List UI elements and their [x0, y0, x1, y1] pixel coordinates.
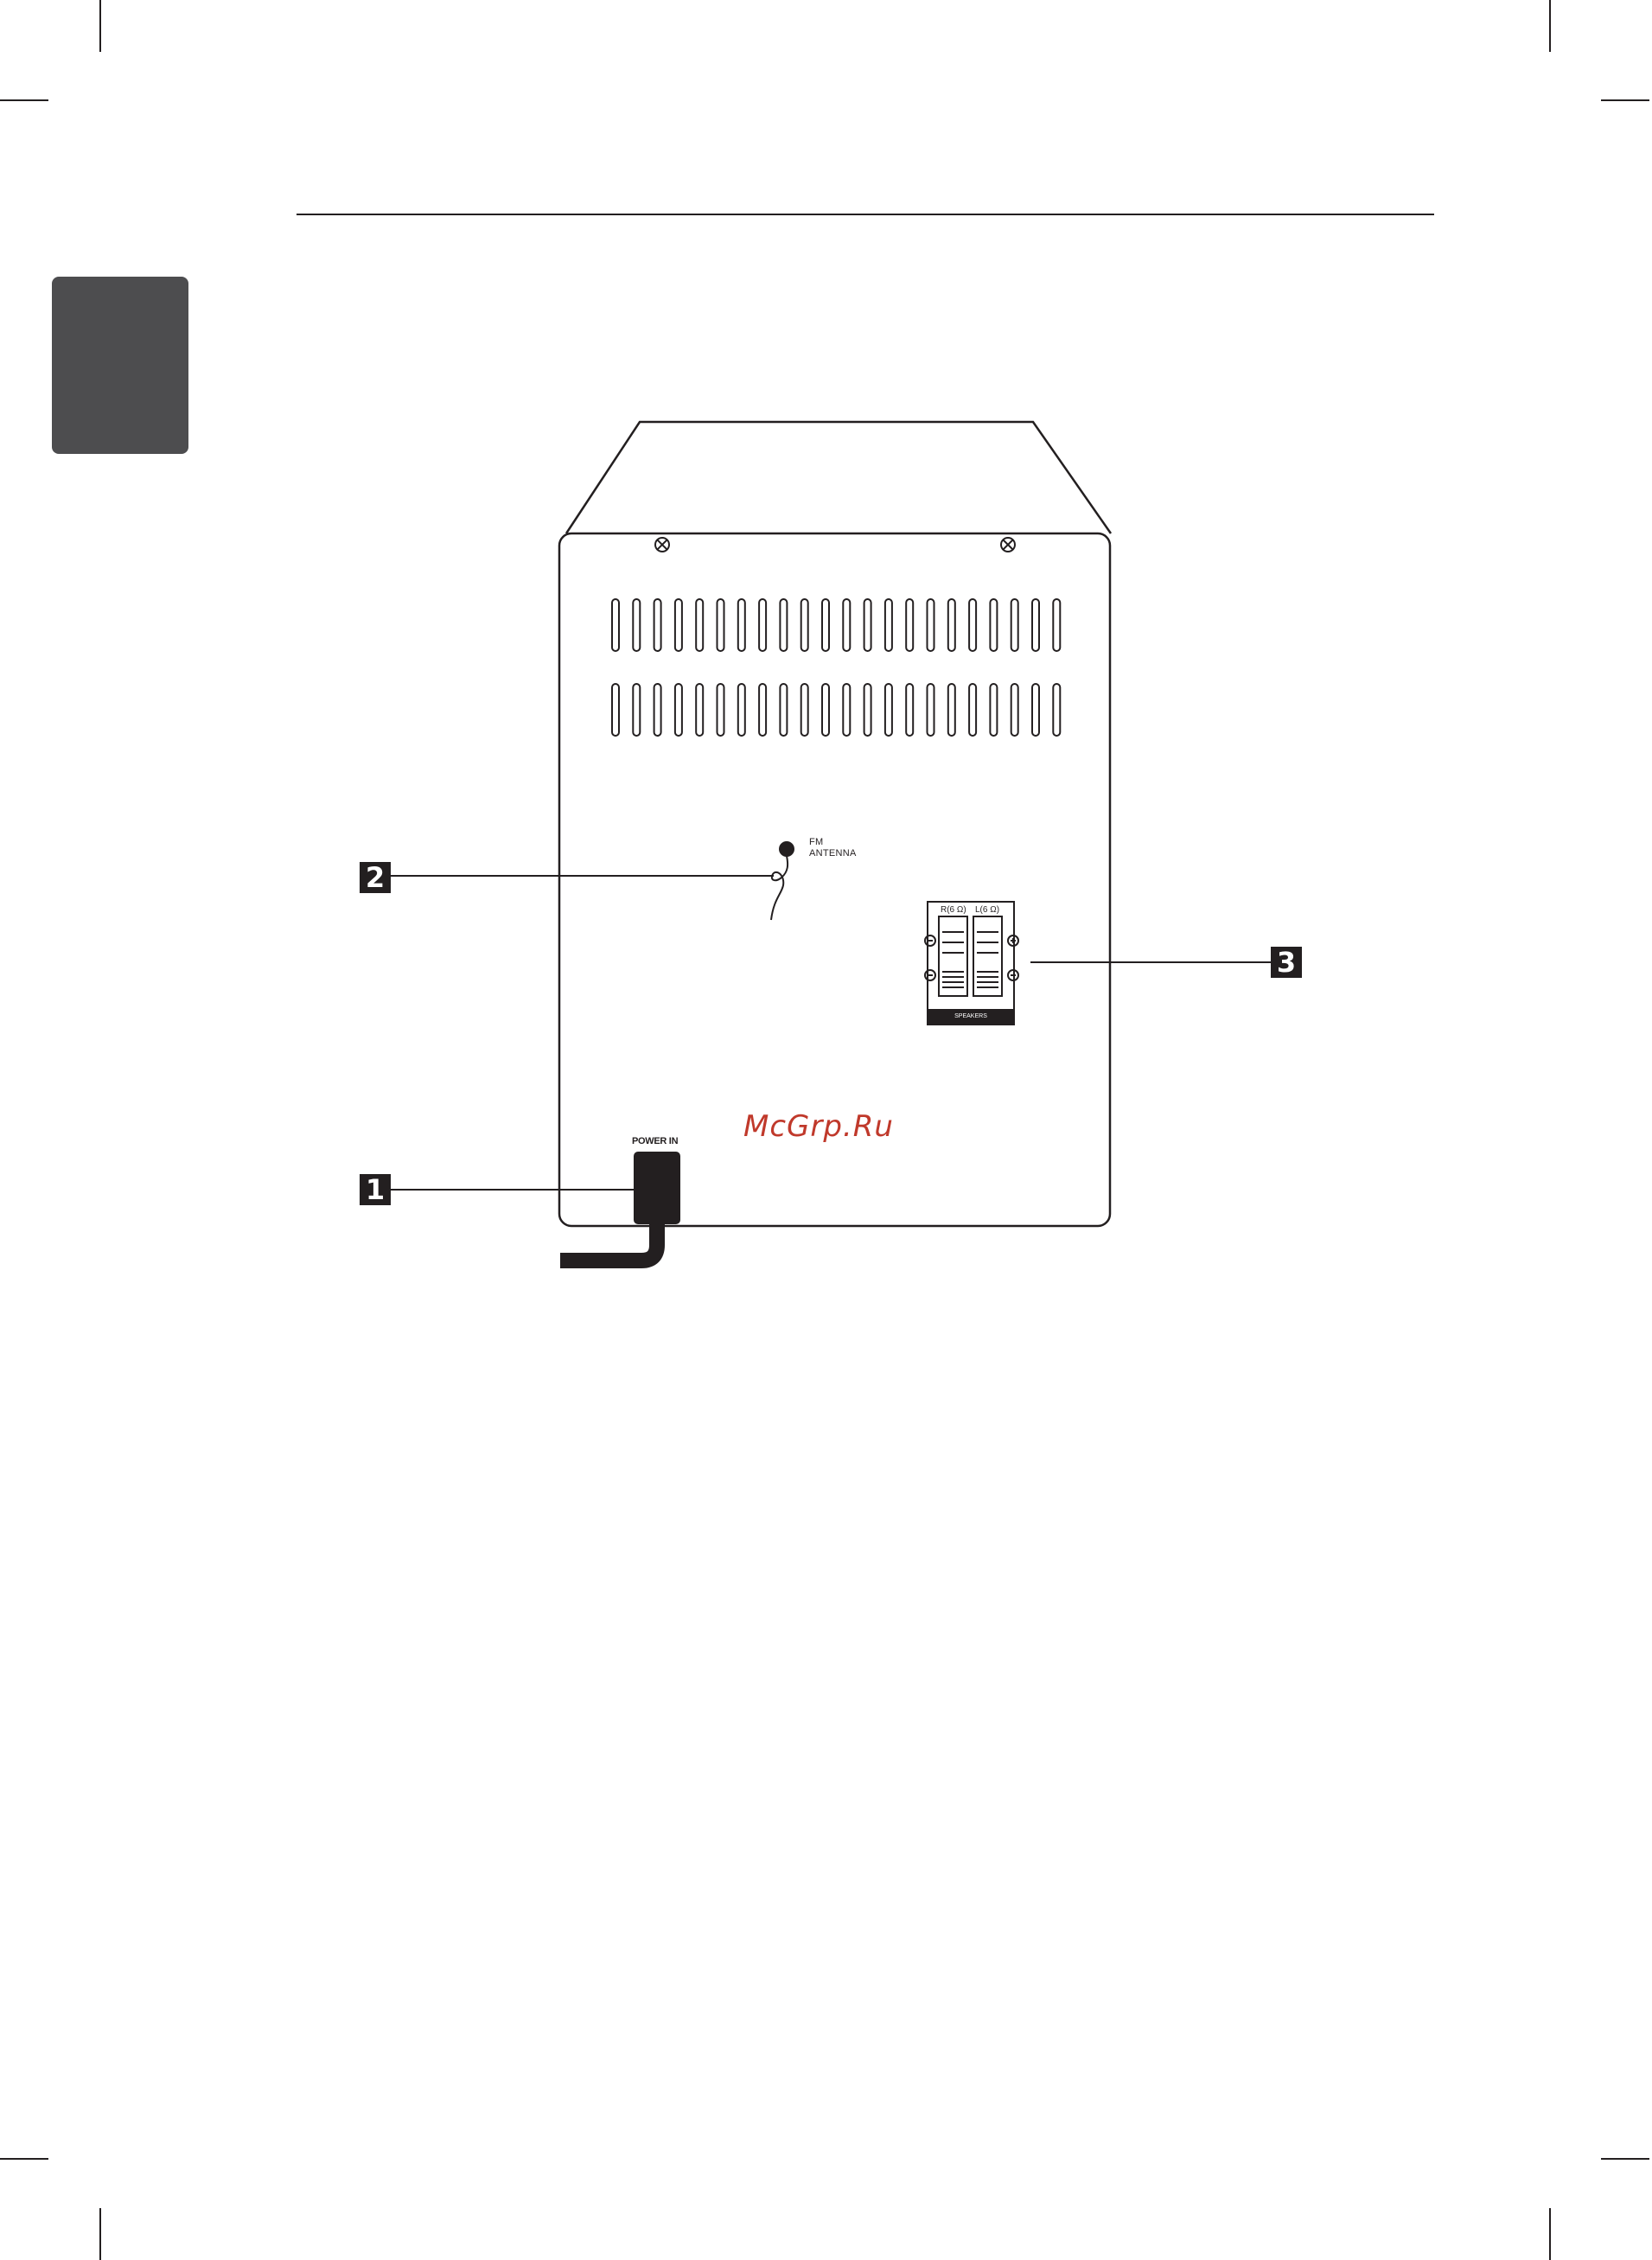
vent-slot — [990, 684, 997, 736]
vent-slot — [654, 599, 661, 651]
power-in-label: POWER IN — [632, 1136, 678, 1146]
speaker-left-label: L(6 Ω) — [975, 905, 999, 915]
vent-slot — [1032, 599, 1039, 651]
vent-slot — [928, 684, 934, 736]
vent-slot — [906, 599, 913, 651]
vent-slot — [1011, 684, 1018, 736]
vent-slot — [864, 599, 871, 651]
vent-slot — [633, 684, 640, 736]
vent-slot — [780, 684, 787, 736]
vent-slot — [822, 599, 829, 651]
speaker-terminals — [925, 902, 1018, 1025]
callout-1: 1 — [360, 1174, 391, 1205]
vent-slot — [969, 684, 976, 736]
vent-slot — [1011, 599, 1018, 651]
vent-slot — [612, 599, 619, 651]
vent-slot — [696, 684, 703, 736]
vent-slot — [612, 684, 619, 736]
vent-slot — [885, 684, 892, 736]
vent-slot — [675, 599, 682, 651]
speaker-right-label: R(6 Ω) — [941, 905, 966, 915]
vent-slot — [759, 684, 766, 736]
vent-slot — [696, 599, 703, 651]
screw-icon-right — [1001, 538, 1015, 552]
vent-slot — [948, 599, 955, 651]
vent-slot — [1032, 684, 1039, 736]
ventilation-slots — [612, 599, 1060, 736]
callout-2: 2 — [360, 862, 391, 893]
vent-slot — [885, 599, 892, 651]
vent-slot — [759, 599, 766, 651]
vent-slot — [822, 684, 829, 736]
vent-slot — [948, 684, 955, 736]
vent-slot — [928, 599, 934, 651]
vent-slot — [801, 684, 808, 736]
vent-slot — [801, 599, 808, 651]
watermark-text: McGrp.Ru — [743, 1109, 894, 1144]
fm-antenna-label: FM ANTENNA — [809, 837, 857, 859]
vent-slot — [843, 599, 850, 651]
fm-antenna-label-line2: ANTENNA — [809, 848, 857, 859]
power-inlet — [560, 1152, 680, 1261]
vent-slot — [718, 599, 724, 651]
callout-3: 3 — [1271, 947, 1302, 978]
vent-slot — [780, 599, 787, 651]
vent-slot — [843, 684, 850, 736]
unit-top-outline — [566, 422, 1111, 533]
vent-slot — [906, 684, 913, 736]
vent-slot — [654, 684, 661, 736]
vent-slot — [675, 684, 682, 736]
vent-slot — [1053, 684, 1060, 736]
vent-slot — [633, 599, 640, 651]
fm-antenna-icon — [771, 842, 794, 920]
fm-antenna-label-line1: FM — [809, 837, 857, 848]
vent-slot — [738, 684, 745, 736]
vent-slot — [1053, 599, 1060, 651]
vent-slot — [990, 599, 997, 651]
vent-slot — [718, 684, 724, 736]
screw-icon-left — [655, 538, 669, 552]
speakers-label: SPEAKERS — [928, 1013, 1014, 1019]
vent-slot — [738, 599, 745, 651]
vent-slot — [864, 684, 871, 736]
vent-slot — [969, 599, 976, 651]
